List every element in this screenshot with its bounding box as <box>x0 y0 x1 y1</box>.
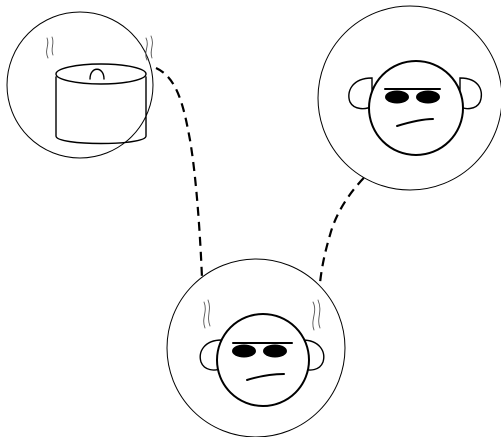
steam-icon <box>203 299 321 331</box>
connector-thinker-to-face <box>317 157 387 297</box>
connector-lines <box>155 66 387 297</box>
thinker-face-icon <box>199 313 325 407</box>
bucket-icon <box>55 63 147 145</box>
bubble-bucket <box>6 11 154 159</box>
bubble-outline <box>6 11 154 159</box>
bubble-face <box>317 5 501 191</box>
connector-thinker-to-bucket <box>155 66 204 279</box>
bubble-thinker <box>166 258 346 437</box>
face-icon <box>348 60 483 156</box>
steam-icon <box>46 35 153 61</box>
